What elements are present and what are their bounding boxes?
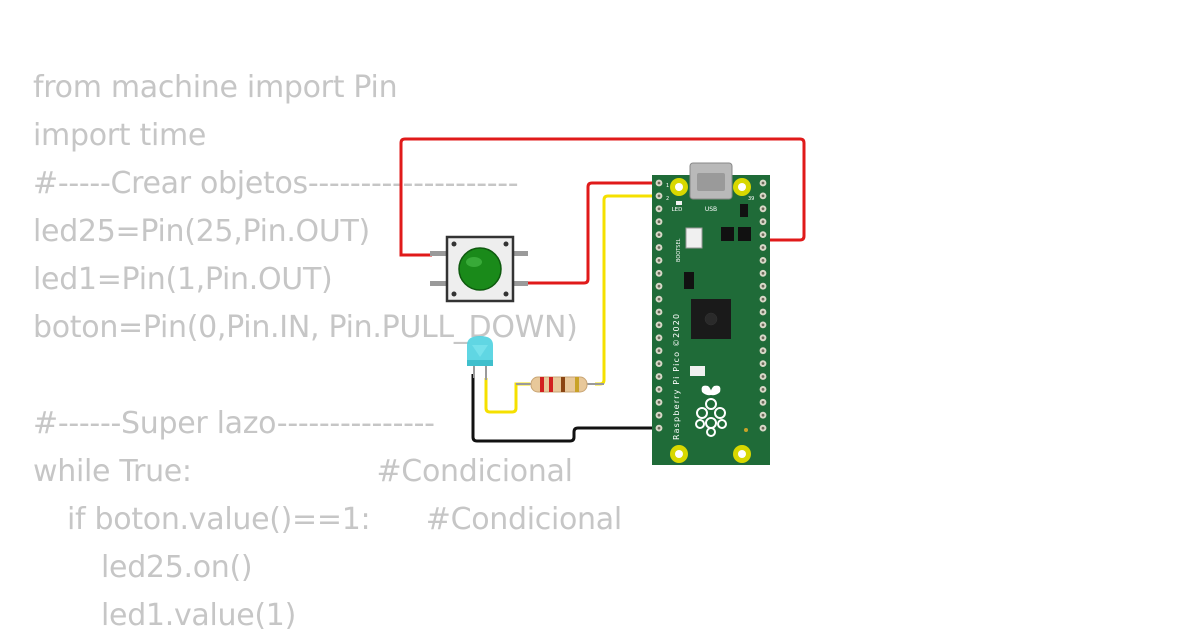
- code-line: led1=Pin(1,Pin.OUT): [33, 262, 333, 297]
- pin39-label: 39: [748, 196, 754, 202]
- header-pin-hole: [657, 194, 661, 198]
- header-pin-hole: [761, 362, 765, 365]
- header-pin-hole: [657, 181, 661, 185]
- raspberry-pi-logo: [695, 385, 727, 437]
- red-wire-top: [399, 137, 806, 257]
- header-pin-hole: [761, 413, 765, 417]
- header-pin-hole: [657, 297, 661, 301]
- header-pin-hole: [761, 375, 765, 378]
- header-pin-hole: [657, 310, 661, 314]
- bootsel-label: BOOTSEL: [676, 238, 682, 262]
- header-pin-hole: [761, 426, 765, 430]
- header-pin-hole: [657, 362, 661, 365]
- yellow-wire-led: [484, 378, 530, 414]
- header-pin-hole: [761, 349, 765, 353]
- header-pin-hole: [761, 271, 765, 275]
- header-pin-hole: [761, 233, 765, 237]
- red-wire-pin1: [528, 181, 660, 285]
- bootsel-button[interactable]: [685, 227, 703, 249]
- pin2-label: 2: [666, 196, 669, 202]
- code-line: boton=Pin(0,Pin.IN, Pin.PULL_DOWN): [33, 310, 578, 345]
- header-pin-hole: [761, 207, 765, 211]
- code-line: while True: #Condicional: [33, 454, 573, 489]
- pico-left-pins: [655, 179, 663, 432]
- code-line: import time: [33, 118, 207, 153]
- header-pin-hole: [657, 271, 661, 275]
- header-pin-hole: [657, 388, 661, 391]
- header-pin-hole: [761, 336, 765, 340]
- header-pin-hole: [761, 220, 765, 224]
- code-line: from machine import Pin: [33, 70, 398, 105]
- code-line: #-----Crear objetos--------------------: [33, 166, 519, 201]
- pin1-label: 1: [666, 183, 669, 189]
- yellow-wire: [595, 194, 660, 386]
- pushbutton[interactable]: [430, 235, 528, 303]
- header-pin-hole: [761, 194, 765, 198]
- header-pin-hole: [761, 388, 765, 391]
- header-pin-hole: [657, 233, 661, 237]
- header-pin-hole: [657, 413, 661, 417]
- led-label: LED: [672, 207, 683, 213]
- code-line: led25.on(): [101, 550, 253, 585]
- header-pin-hole: [657, 259, 661, 262]
- code-line: led25=Pin(25,Pin.OUT): [33, 214, 370, 249]
- board-name-label: Raspberry Pi Pico ©2020: [672, 313, 681, 440]
- header-pin-hole: [761, 323, 765, 327]
- header-pin-hole: [761, 181, 765, 185]
- resistor: [516, 376, 604, 393]
- header-pin-hole: [761, 246, 765, 249]
- pushbutton-cap[interactable]: [458, 247, 502, 291]
- header-pin-hole: [657, 284, 661, 288]
- header-pin-hole: [761, 259, 765, 262]
- led: [467, 336, 493, 380]
- code-line: led1.value(1): [101, 598, 296, 633]
- header-pin-hole: [657, 323, 661, 327]
- pico-board: USB LED 1 2 39 BOOTSEL Raspberry Pi Pico…: [652, 162, 770, 465]
- black-wire: [471, 374, 660, 443]
- header-pin-hole: [761, 284, 765, 288]
- header-pin-hole: [761, 297, 765, 301]
- header-pin-hole: [657, 349, 661, 353]
- code-line: #------Super lazo---------------: [33, 406, 435, 441]
- header-pin-hole: [657, 246, 661, 249]
- header-pin-hole: [657, 207, 661, 211]
- header-pin-hole: [657, 375, 661, 378]
- header-pin-hole: [657, 220, 661, 224]
- header-pin-hole: [657, 400, 661, 404]
- code-line: if boton.value()==1: #Condicional: [67, 502, 622, 537]
- usb-label: USB: [705, 206, 717, 213]
- header-pin-hole: [761, 400, 765, 404]
- header-pin-hole: [761, 310, 765, 314]
- pico-right-pins: [759, 179, 767, 432]
- header-pin-hole: [657, 426, 661, 430]
- header-pin-hole: [657, 336, 661, 340]
